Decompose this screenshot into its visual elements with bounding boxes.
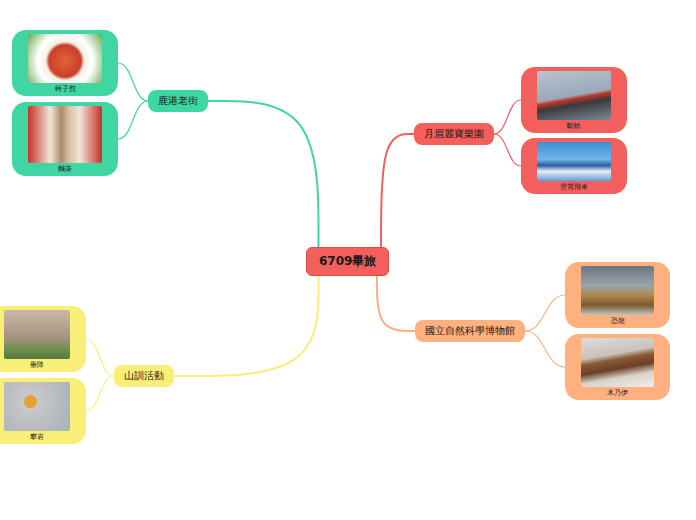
photo-card: 攀岩 — [0, 378, 86, 444]
photo — [537, 71, 611, 120]
photo-caption: 木乃伊 — [565, 388, 670, 398]
topic-box: 山訓活動 — [114, 365, 174, 387]
photo — [4, 310, 70, 359]
photo-caption: 攀岩 — [0, 432, 86, 442]
photo-caption: 蚵子煎 — [12, 84, 118, 94]
photo — [537, 142, 611, 181]
branch-line — [494, 100, 521, 134]
photo-caption: 斷軌 — [521, 121, 627, 131]
branch-line — [525, 331, 565, 367]
central-topic: 6709畢旅 — [306, 247, 389, 276]
photo-caption: 麵茶 — [12, 164, 118, 174]
topic-box: 鹿港老街 — [148, 90, 208, 112]
photo — [28, 106, 102, 163]
photo-caption: 雲霄飛車 — [521, 182, 627, 192]
branch-line — [174, 276, 319, 376]
photo-card: 木乃伊 — [565, 334, 670, 400]
topic-label: 國立自然科學博物館 — [425, 324, 515, 338]
branch-line — [118, 63, 148, 101]
photo — [28, 34, 102, 83]
photo — [581, 266, 654, 315]
topic-box: 國立自然科學博物館 — [415, 320, 525, 342]
topic-label: 鹿港老街 — [158, 94, 198, 108]
photo-card: 蚵子煎 — [12, 30, 118, 96]
branch-line — [525, 295, 565, 331]
photo-card: 恐龍 — [565, 262, 670, 328]
photo — [581, 338, 654, 387]
branch-line — [86, 376, 114, 411]
topic-label: 山訓活動 — [124, 369, 164, 383]
branch-line — [86, 339, 114, 376]
photo-caption: 恐龍 — [565, 316, 670, 326]
photo-caption: 垂降 — [0, 360, 86, 370]
branch-line — [494, 134, 521, 166]
topic-label: 月眉麗寶樂園 — [424, 127, 484, 141]
branch-line — [118, 101, 148, 139]
photo-card: 斷軌 — [521, 67, 627, 133]
topic-box: 月眉麗寶樂園 — [414, 123, 494, 145]
topic-title: 6709畢旅 — [319, 253, 376, 270]
photo-card: 麵茶 — [12, 102, 118, 176]
branch-line — [381, 134, 414, 247]
photo-card: 垂降 — [0, 306, 86, 372]
photo — [4, 382, 70, 431]
photo-card: 雲霄飛車 — [521, 138, 627, 194]
branch-line — [208, 101, 319, 247]
branch-line — [377, 276, 415, 331]
